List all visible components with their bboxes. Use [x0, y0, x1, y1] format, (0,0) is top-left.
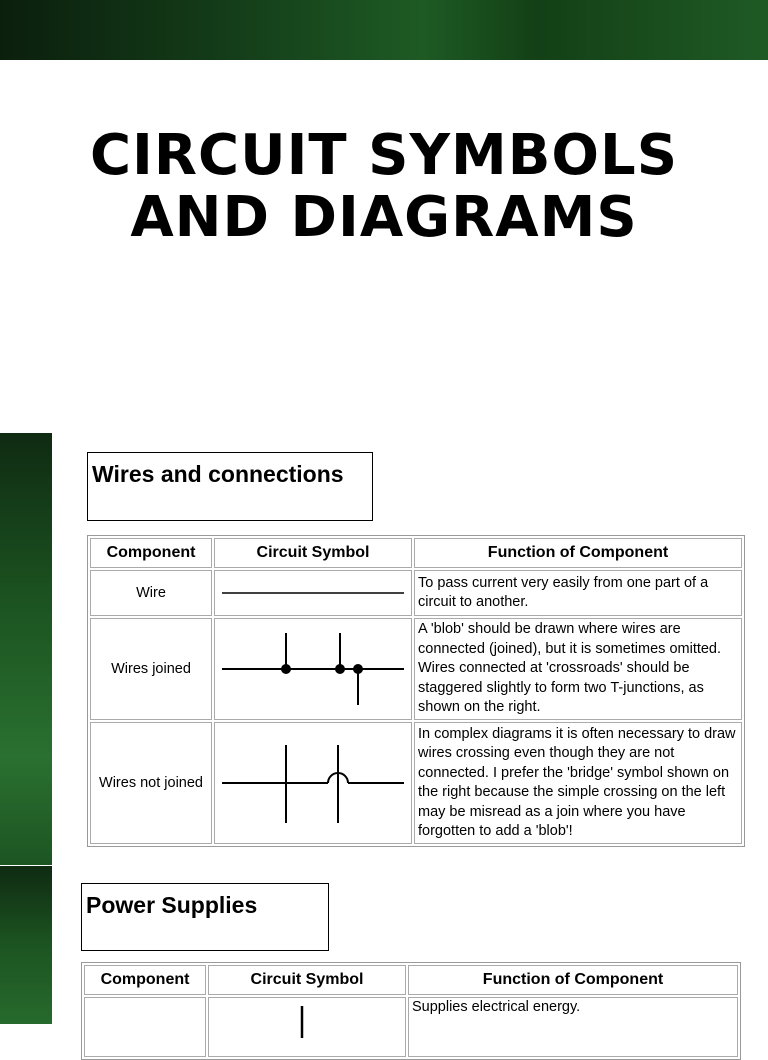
column-header-component: Component	[90, 538, 212, 568]
component-name: Wires not joined	[90, 722, 212, 844]
wires-joined-symbol	[214, 618, 412, 720]
cell-symbol	[208, 997, 406, 1057]
component-name	[84, 997, 206, 1057]
section-heading-power: Power Supplies	[81, 883, 329, 951]
component-function: To pass current very easily from one par…	[414, 570, 742, 616]
side-green-band-lower	[0, 866, 52, 1024]
side-green-band-upper	[0, 433, 52, 865]
component-name: Wires joined	[90, 618, 212, 720]
section-heading-wires-label: Wires and connections	[92, 461, 344, 487]
table-row: Wire To pass current very easily from on…	[90, 570, 742, 616]
column-header-function: Function of Component	[414, 538, 742, 568]
table-row: Wires joined A 'blob' should be drawn wh…	[90, 618, 742, 720]
table-row: Supplies electrical energy.	[84, 997, 738, 1057]
component-function: Supplies electrical energy.	[408, 997, 738, 1057]
table-row: Wires not joined In complex diagrams it …	[90, 722, 742, 844]
title-line-1: CIRCUIT SYMBOLS	[89, 123, 679, 188]
column-header-component: Component	[84, 965, 206, 995]
slide-title: CIRCUIT SYMBOLS AND DIAGRAMS	[0, 125, 768, 249]
top-green-band	[0, 0, 768, 60]
wires-table: Component Circuit Symbol Function of Com…	[87, 535, 745, 847]
table-header-row: Component Circuit Symbol Function of Com…	[90, 538, 742, 568]
column-header-function: Function of Component	[408, 965, 738, 995]
wires-not-joined-symbol	[214, 722, 412, 844]
column-header-symbol: Circuit Symbol	[208, 965, 406, 995]
section-heading-power-label: Power Supplies	[86, 892, 258, 918]
power-table: Component Circuit Symbol Function of Com…	[81, 962, 741, 1060]
title-line-2: AND DIAGRAMS	[130, 185, 638, 250]
component-function: A 'blob' should be drawn where wires are…	[414, 618, 742, 720]
wire-symbol	[214, 570, 412, 616]
table-header-row: Component Circuit Symbol Function of Com…	[84, 965, 738, 995]
component-function: In complex diagrams it is often necessar…	[414, 722, 742, 844]
section-heading-wires: Wires and connections	[87, 452, 373, 521]
component-name: Wire	[90, 570, 212, 616]
column-header-symbol: Circuit Symbol	[214, 538, 412, 568]
